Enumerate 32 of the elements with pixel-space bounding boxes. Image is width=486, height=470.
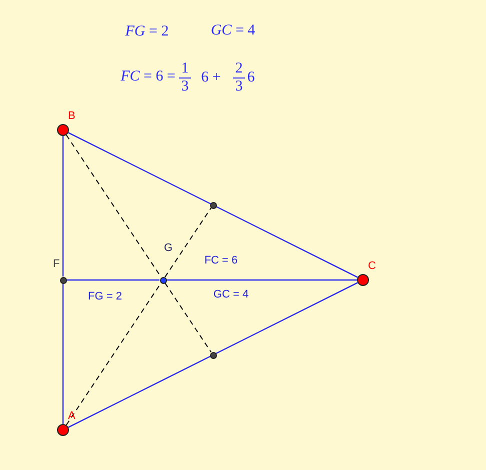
segment-line: [62, 136, 64, 276]
point-marker: [57, 124, 69, 136]
measure-label: FC = 6: [204, 256, 238, 266]
formula-text: 2: [235, 62, 243, 76]
segment-line: [68, 282, 358, 428]
edge-label: FG = 2: [88, 292, 122, 302]
point-marker: [60, 276, 66, 284]
point-marker: [210, 202, 216, 208]
edge-label: GC = 4: [213, 290, 249, 300]
formula-text: 3: [235, 80, 243, 94]
formula-text: 6: [247, 70, 255, 86]
point-marker: [57, 424, 69, 436]
formula-text: 6 +: [201, 70, 221, 86]
point-label: B: [68, 111, 76, 122]
segment-line: [62, 284, 64, 424]
segment-line: [166, 279, 357, 281]
point-label: C: [368, 261, 376, 272]
point-label: F: [53, 259, 60, 270]
point-label: A: [68, 411, 76, 422]
segment-line: [66, 279, 160, 281]
point-marker: [160, 276, 166, 284]
formula-text: FC = 6 =: [120, 70, 176, 84]
formula-text: GC = 4: [210, 24, 256, 38]
median-line: [164, 282, 212, 353]
median-line: [164, 207, 212, 278]
segment-line: [68, 132, 358, 278]
formula-text: FG = 2: [125, 24, 169, 40]
point-label: G: [164, 243, 173, 254]
point-marker: [357, 274, 369, 286]
point-marker: [210, 352, 216, 358]
formula-text: 1: [181, 62, 189, 76]
formula-text: 3: [181, 80, 189, 94]
